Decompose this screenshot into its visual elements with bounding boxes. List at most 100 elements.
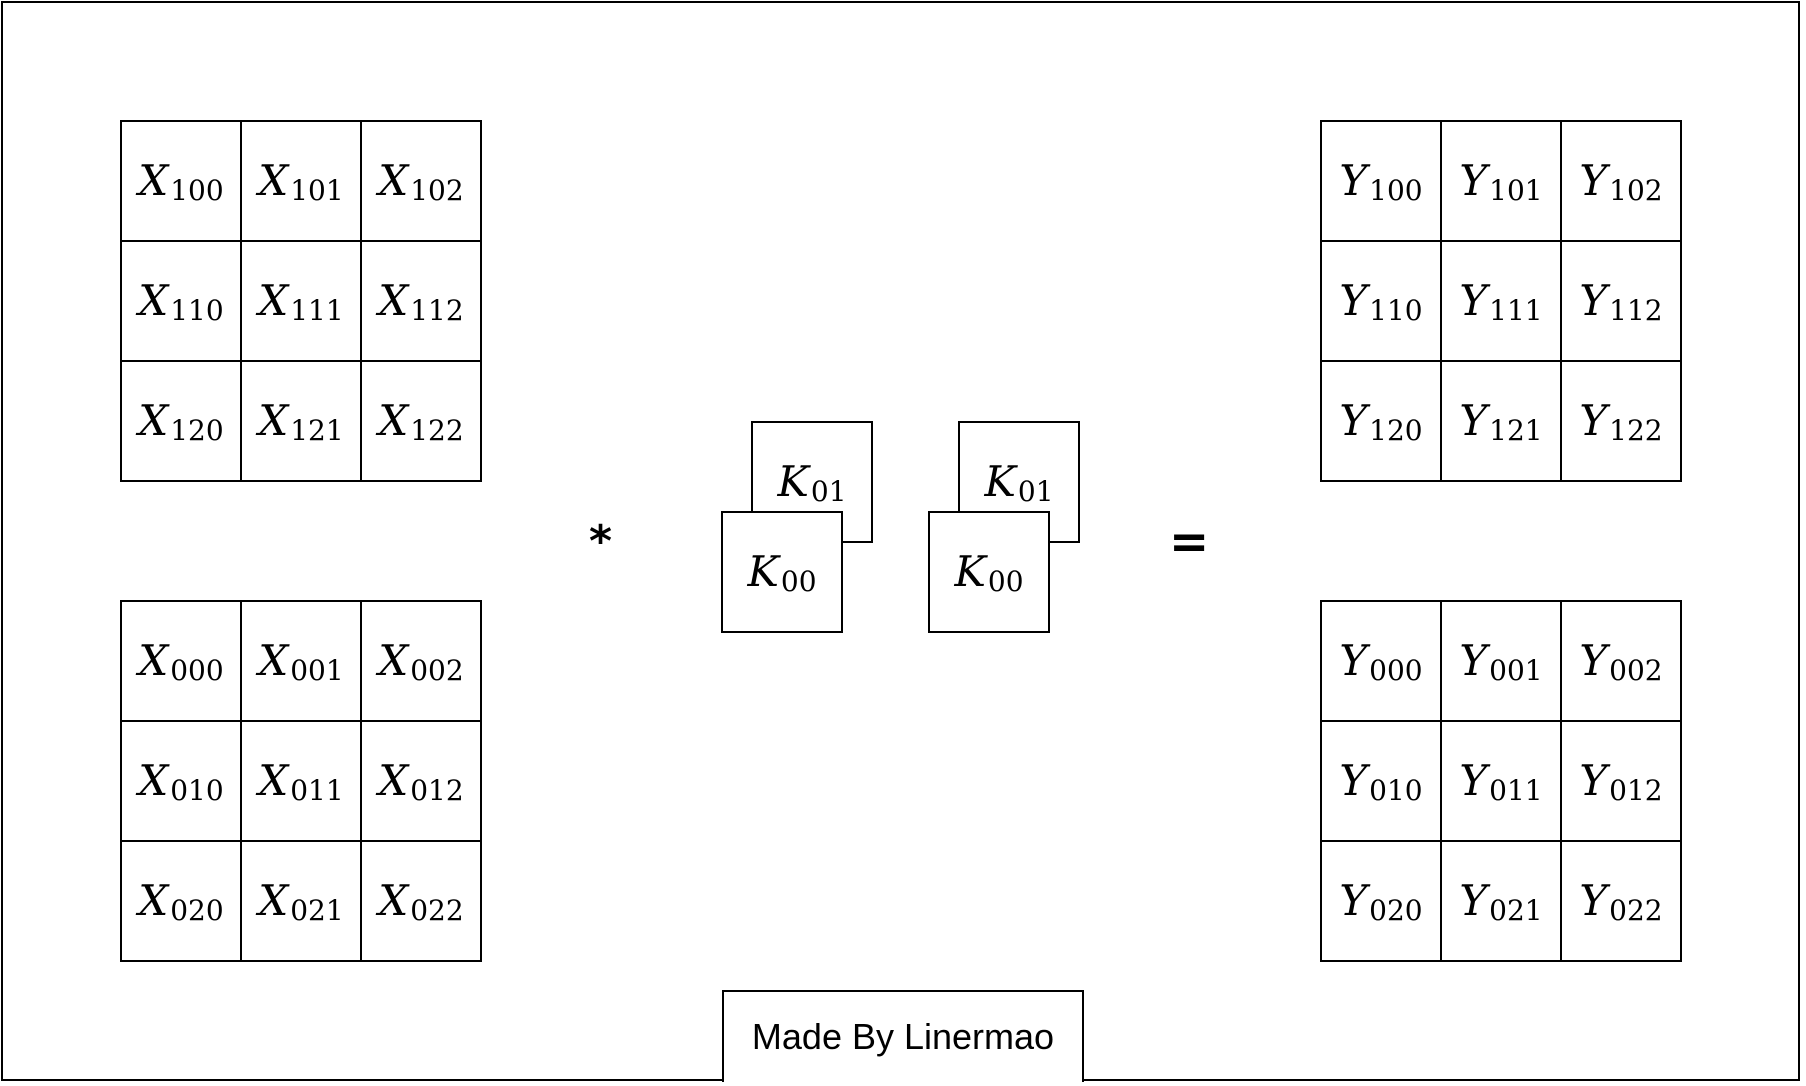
equals-operator: = [1169, 514, 1210, 570]
matrix-symbol: Y [1339, 396, 1368, 445]
kernel-index: 01 [1017, 475, 1054, 508]
matrix-index: 110 [1369, 294, 1423, 327]
matrix-symbol: X [378, 756, 409, 805]
matrix-index: 011 [1489, 774, 1543, 807]
kernel-index: 01 [810, 475, 847, 508]
matrix-index: 021 [1489, 894, 1543, 927]
matrix-index: 101 [1489, 174, 1543, 207]
matrix-symbol: X [138, 156, 169, 205]
matrix-index: 022 [410, 894, 464, 927]
matrix-symbol: X [258, 636, 289, 685]
matrix-symbol: X [258, 396, 289, 445]
matrix-index: 020 [170, 894, 224, 927]
matrix-symbol: X [378, 876, 409, 925]
matrix-symbol: X [378, 396, 409, 445]
matrix-index: 110 [170, 294, 224, 327]
kernel-symbol: K [984, 457, 1016, 506]
kernel-symbol: K [954, 547, 986, 596]
matrix-symbol: Y [1339, 756, 1368, 805]
matrix-symbol: X [258, 276, 289, 325]
matrix-index: 122 [1609, 414, 1663, 447]
matrix-symbol: X [378, 156, 409, 205]
matrix-symbol: X [138, 396, 169, 445]
matrix-index: 102 [1609, 174, 1663, 207]
matrix-symbol: Y [1339, 876, 1368, 925]
matrix-symbol: Y [1459, 876, 1488, 925]
matrix-symbol: Y [1459, 756, 1488, 805]
matrix-index: 101 [290, 174, 344, 207]
matrix-index: 102 [410, 174, 464, 207]
matrix-index: 012 [1609, 774, 1663, 807]
matrix-symbol: X [258, 156, 289, 205]
matrix-index: 100 [1369, 174, 1423, 207]
matrix-symbol: Y [1459, 156, 1488, 205]
matrix-symbol: Y [1459, 276, 1488, 325]
matrix-index: 010 [170, 774, 224, 807]
credit-label: Made By Linermao [722, 990, 1084, 1082]
matrix-index: 111 [290, 294, 344, 327]
matrix-index: 100 [170, 174, 224, 207]
matrix-symbol: X [138, 876, 169, 925]
matrix-index: 121 [290, 414, 344, 447]
matrix-symbol: X [138, 276, 169, 325]
matrix-index: 120 [1369, 414, 1423, 447]
matrix-index: 122 [410, 414, 464, 447]
matrix-symbol: Y [1579, 156, 1608, 205]
kernel-symbol: K [747, 547, 779, 596]
kernel-index: 00 [987, 565, 1024, 598]
matrix-index: 001 [290, 654, 344, 687]
matrix-symbol: X [378, 636, 409, 685]
matrix-symbol: Y [1459, 636, 1488, 685]
matrix-symbol: Y [1579, 396, 1608, 445]
matrix-symbol: X [138, 636, 169, 685]
matrix-symbol: Y [1459, 396, 1488, 445]
matrix-index: 112 [1609, 294, 1663, 327]
matrix-symbol: X [378, 276, 409, 325]
matrix-index: 112 [410, 294, 464, 327]
matrix-index: 000 [1369, 654, 1423, 687]
matrix-symbol: Y [1339, 276, 1368, 325]
matrix-index: 021 [290, 894, 344, 927]
matrix-index: 022 [1609, 894, 1663, 927]
matrix-index: 111 [1489, 294, 1543, 327]
matrix-symbol: Y [1339, 636, 1368, 685]
matrix-symbol: X [258, 876, 289, 925]
matrix-symbol: Y [1579, 276, 1608, 325]
matrix-symbol: Y [1579, 876, 1608, 925]
matrix-index: 120 [170, 414, 224, 447]
matrix-index: 010 [1369, 774, 1423, 807]
matrix-index: 002 [410, 654, 464, 687]
